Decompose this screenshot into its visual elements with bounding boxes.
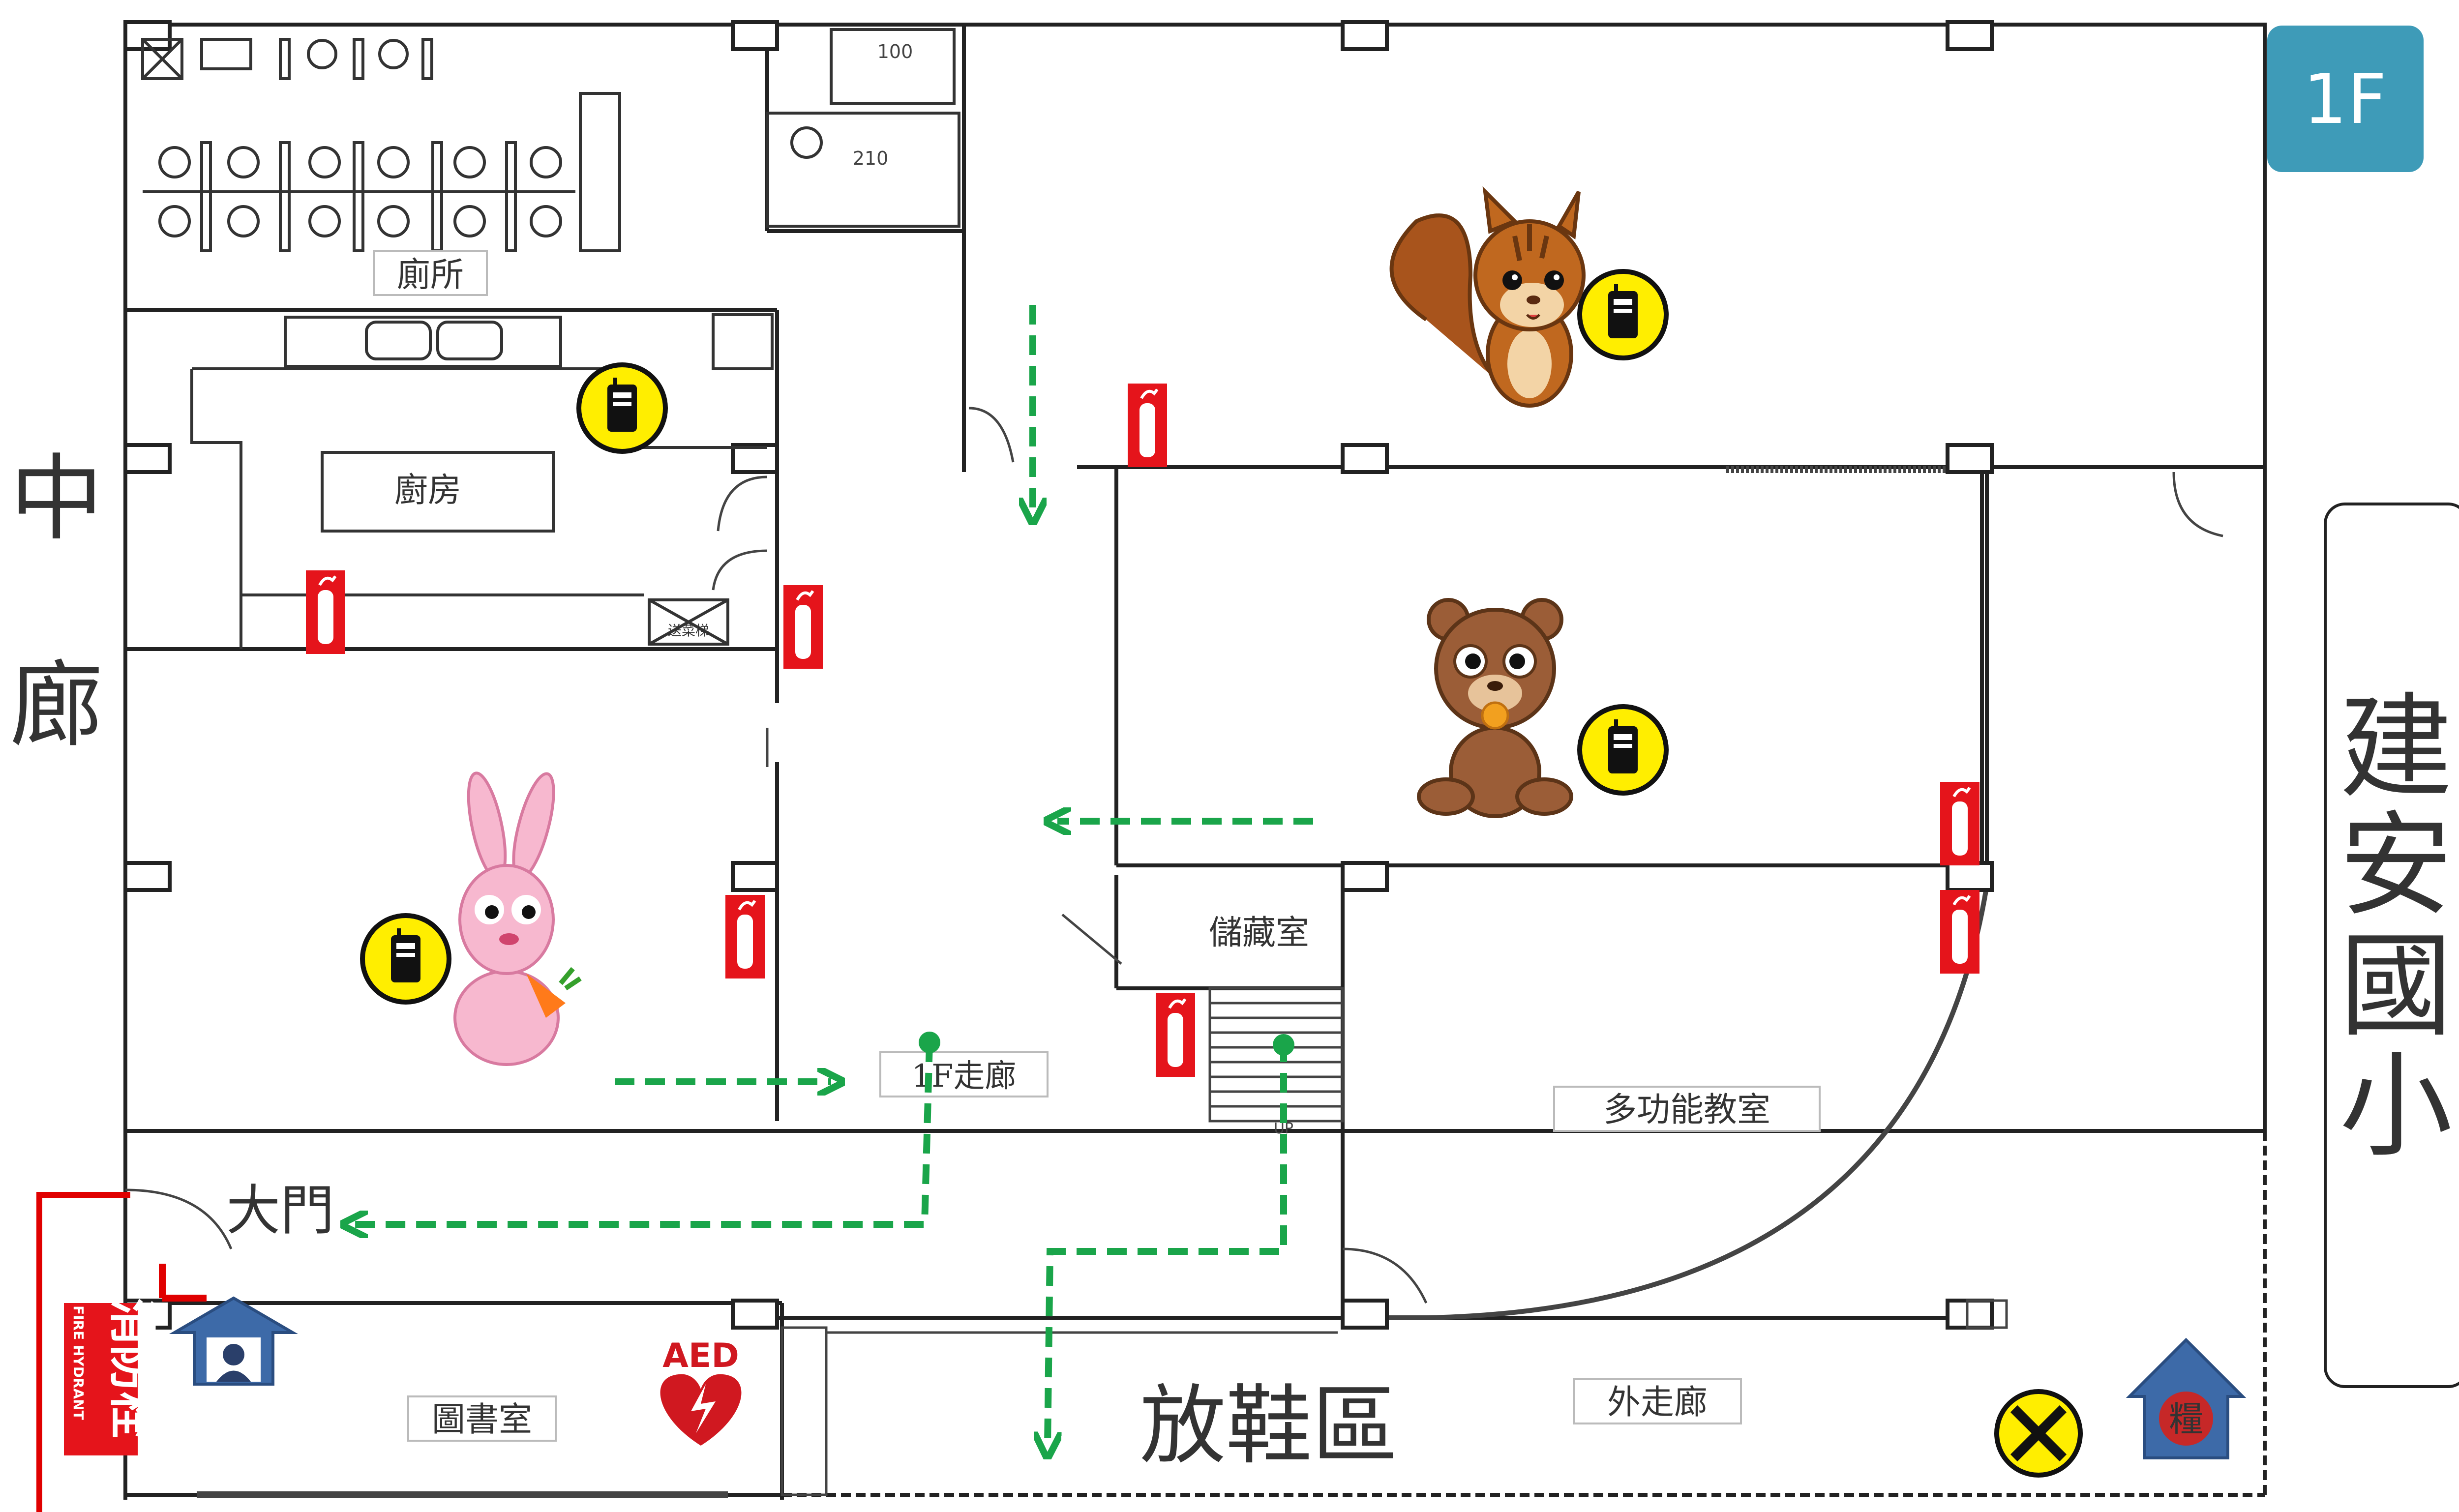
columns: [123, 20, 1994, 1330]
library-details: [197, 466, 2008, 1498]
staircase: [1208, 987, 1344, 1123]
corridor-char-2: 廊: [10, 651, 103, 760]
fire-extinguisher-icon: [1940, 782, 1979, 865]
shoe-area-label: 放鞋區: [1140, 1376, 1398, 1476]
tools-icon: [1994, 1389, 2083, 1478]
fire-hydrant-zh: 消防栓: [104, 1298, 158, 1438]
fire-extinguisher-icon: [725, 895, 765, 978]
exit-route-stairs: [1048, 1042, 1287, 1446]
fire-hydrant-marker: 消防栓 FIRE HYDRANT: [36, 1192, 207, 1512]
street-char-3: 國: [2339, 921, 2453, 1052]
fire-extinguisher-icons: [306, 384, 1979, 1077]
fire-extinguisher-icon: [783, 585, 823, 669]
radio-icon: [579, 365, 665, 451]
street-char-4: 小: [2339, 1041, 2453, 1173]
route-start-dot: [919, 1032, 940, 1053]
outer-corridor-label: 外走廊: [1607, 1383, 1708, 1422]
multipurpose-room-label: 多功能教室: [1603, 1091, 1770, 1129]
fire-extinguisher-icon: [1156, 993, 1195, 1077]
aed-label: AED: [662, 1336, 739, 1375]
aed-icon: AED: [660, 1336, 742, 1446]
route-start-dot: [1273, 1034, 1294, 1056]
storage-room-label: 儲藏室: [1209, 914, 1309, 952]
restroom-label: 廁所: [397, 256, 464, 295]
room-labels: 廁所 廚房 送菜梯 儲藏室 1F走廊 多功能教室 大門 圖書室 放鞋區 外走廊: [226, 250, 1821, 1476]
security-guard-house-icon: [169, 1296, 299, 1386]
restroom-fixtures: [141, 28, 960, 252]
corridor-char-1: 中: [10, 445, 103, 553]
library-label: 圖書室: [432, 1400, 532, 1439]
squirrel-icon: [1389, 186, 1586, 408]
rabbit-icon: [453, 771, 582, 1066]
radio-icon: [1580, 271, 1666, 358]
street-label-box: [2324, 503, 2459, 1388]
room-number-210: 210: [853, 148, 889, 169]
kitchen-fixtures: [190, 313, 774, 649]
fire-extinguisher-icon: [1128, 384, 1167, 467]
fire-hydrant-en: FIRE HYDRANT: [70, 1305, 87, 1420]
floor-badge-label: 1F: [2303, 59, 2387, 140]
exit-route-main-gate: [354, 1042, 933, 1224]
curved-wall: [1343, 885, 1989, 1320]
radio-icon: [362, 916, 449, 1002]
evacuation-routes: [354, 305, 1313, 1446]
main-gate-label: 大門: [226, 1179, 334, 1242]
fire-extinguisher-icon: [306, 570, 345, 654]
radio-icon: [1580, 707, 1666, 793]
fire-extinguisher-icon: [1940, 890, 1979, 974]
bear-icon: [1417, 598, 1573, 818]
street-char-1: 建: [2339, 682, 2453, 814]
dumbwaiter-label: 送菜梯: [668, 623, 709, 639]
kitchen-label: 廚房: [394, 471, 461, 510]
floor-badge: 1F: [2267, 26, 2424, 172]
grain-label: 糧: [2169, 1399, 2203, 1439]
street-char-2: 安: [2339, 800, 2453, 932]
door-swings: [125, 407, 2223, 1304]
grain-storage-house-icon: 糧: [2126, 1337, 2247, 1459]
building-walls: [123, 23, 2267, 1500]
room-number-100: 100: [877, 41, 913, 62]
